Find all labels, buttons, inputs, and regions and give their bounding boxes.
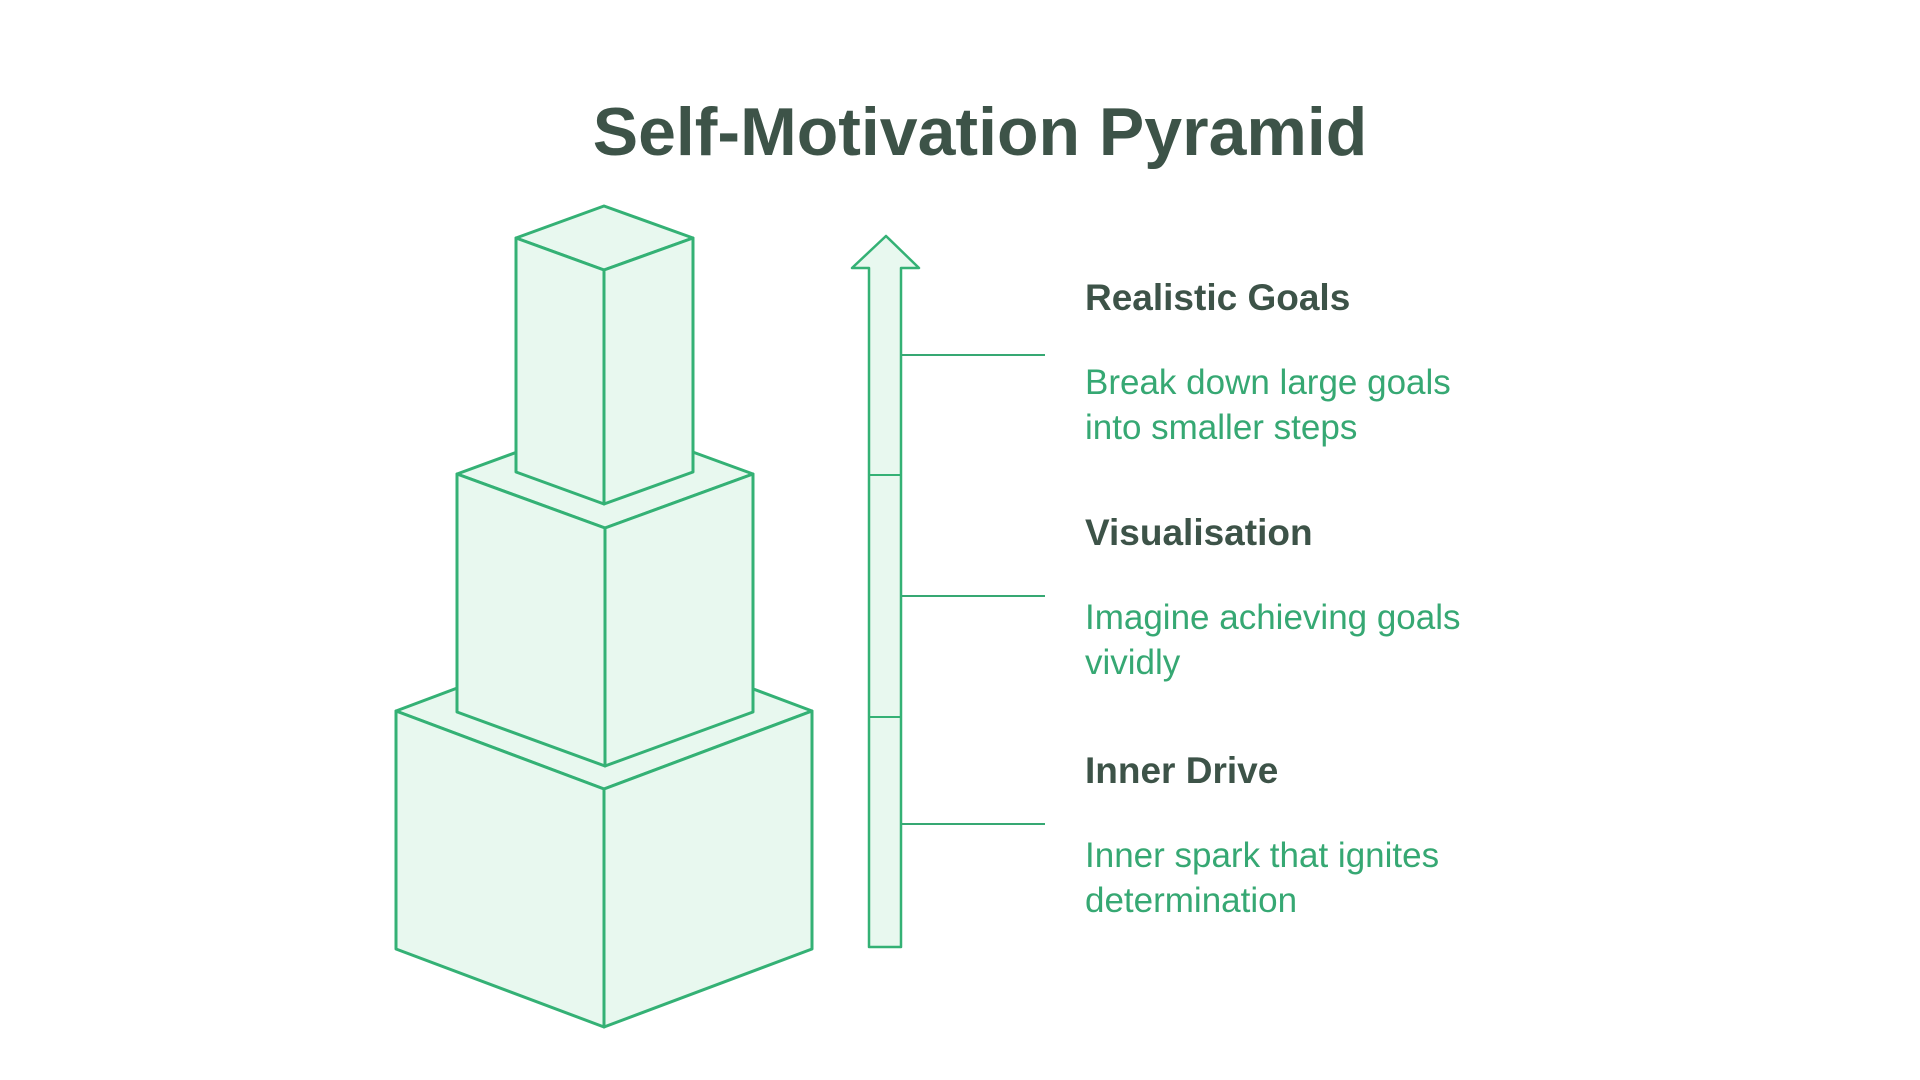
section-inner-drive: Inner Drive Inner spark that ignites det…	[1085, 752, 1515, 923]
section-description: Inner spark that ignites determination	[1085, 833, 1515, 923]
section-realistic-goals: Realistic Goals Break down large goals i…	[1085, 279, 1515, 450]
description-line: Inner spark that ignites	[1085, 836, 1440, 875]
section-heading: Realistic Goals	[1085, 277, 1351, 318]
middle-block-right-face	[603, 472, 755, 768]
page-title: Self-Motivation Pyramid	[592, 93, 1368, 170]
up-arrow-icon	[850, 234, 921, 949]
description-line: vividly	[1085, 643, 1181, 682]
description-line: Imagine achieving goals	[1085, 598, 1461, 637]
top-block-left-face	[514, 236, 606, 506]
description-line: determination	[1085, 881, 1298, 920]
section-description: Imagine achieving goals vividly	[1085, 595, 1515, 685]
bottom-block-right-face	[602, 709, 814, 1029]
description-line: Break down large goals	[1085, 363, 1451, 402]
section-visualisation: Visualisation Imagine achieving goals vi…	[1085, 514, 1515, 685]
top-block-right-face	[602, 236, 695, 506]
section-description: Break down large goals into smaller step…	[1085, 360, 1515, 450]
description-line: into smaller steps	[1085, 408, 1358, 447]
up-arrow-body	[850, 234, 921, 949]
pyramid-top-block	[514, 204, 695, 506]
section-heading: Inner Drive	[1085, 750, 1279, 791]
section-heading: Visualisation	[1085, 512, 1313, 553]
